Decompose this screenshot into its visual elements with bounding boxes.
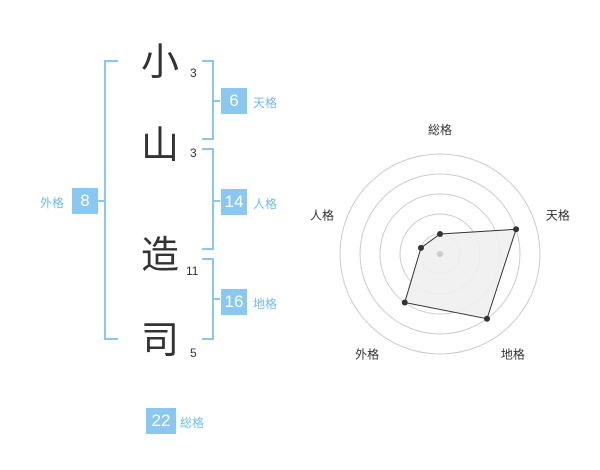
chikaku-label: 地格: [253, 297, 278, 311]
soukaku-label: 総格: [180, 416, 205, 430]
jinkaku-value: 14: [221, 189, 247, 215]
radar-center-dot: [437, 251, 443, 257]
radar-points: [401, 226, 520, 322]
jinkaku-bracket: [202, 148, 214, 250]
radar-axis-label-3: 地格: [501, 346, 525, 361]
radar-point-2: [513, 226, 520, 233]
gaikaku-value: 8: [72, 188, 98, 214]
tenkaku-label: 天格: [253, 96, 278, 110]
radar-ring-5: [339, 153, 541, 355]
radar-point-5: [417, 244, 424, 251]
radar-axis-label-2: 天格: [546, 208, 570, 223]
name-char-3: 造: [140, 233, 179, 277]
radar-ring-4: [359, 173, 521, 335]
soukaku-value: 22: [146, 408, 176, 434]
jinkaku-bracket-tick: [214, 200, 220, 202]
tenkaku-value: 6: [221, 88, 247, 114]
radar-axis-label-4: 外格: [355, 346, 379, 361]
chikaku-bracket: [202, 258, 214, 340]
stroke-count-2: 3: [190, 146, 197, 160]
gaikaku-bracket: [104, 60, 118, 340]
radar-axis-label-1: 総格: [428, 122, 452, 137]
radar-point-1: [437, 231, 443, 237]
name-char-1: 小: [140, 40, 179, 84]
name-char-4: 司: [140, 318, 179, 362]
name-char-2: 山: [140, 123, 179, 167]
radar-data-polygon: [404, 228, 517, 320]
chikaku-value: 16: [221, 289, 247, 315]
gaikaku-bracket-tick: [96, 200, 104, 202]
stroke-count-1: 3: [190, 66, 197, 80]
stroke-count-4: 5: [190, 346, 197, 360]
tenkaku-bracket-tick: [214, 100, 220, 102]
radar-axis-label-5: 人格: [310, 208, 334, 223]
radar-point-4: [401, 299, 408, 306]
tenkaku-bracket: [202, 60, 214, 140]
gaikaku-label: 外格: [40, 196, 65, 210]
radar-point-3: [484, 315, 491, 322]
stroke-count-3: 11: [186, 264, 199, 278]
chikaku-bracket-tick: [214, 298, 220, 300]
jinkaku-label: 人格: [253, 197, 278, 211]
